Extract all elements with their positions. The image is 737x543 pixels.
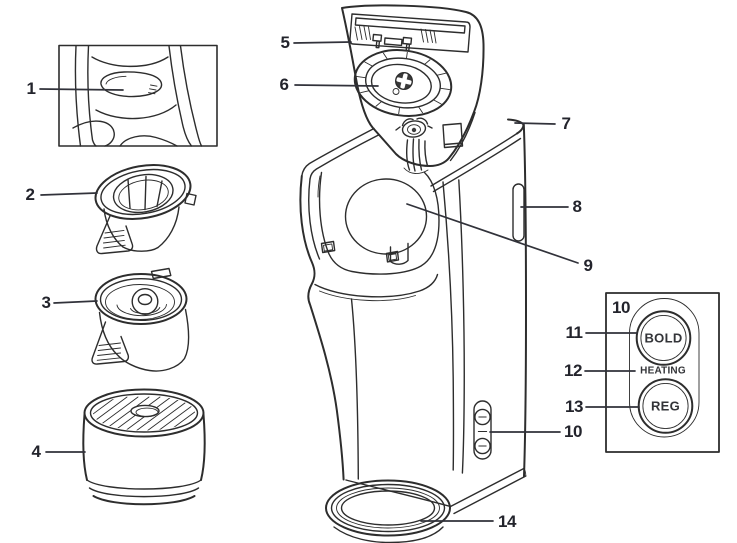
part-4-water-tank <box>82 388 206 506</box>
lid <box>341 4 485 167</box>
callout-5: 5 <box>280 33 290 52</box>
callout-6: 6 <box>279 75 289 94</box>
callout-3: 3 <box>41 293 51 312</box>
callout-1: 1 <box>26 79 36 98</box>
callout-8: 8 <box>572 197 582 216</box>
callout-2: 2 <box>25 185 35 204</box>
water-level-window <box>512 183 525 242</box>
heating-indicator-label: HEATING <box>640 365 686 377</box>
control-panel-detail <box>605 292 720 453</box>
bold-button-detail <box>635 310 692 366</box>
callout-10-box: 10 <box>612 298 630 317</box>
callout-7: 7 <box>561 114 571 133</box>
brew-chamber <box>314 171 440 302</box>
lid-hinge <box>395 117 464 174</box>
base-and-drip-tray <box>325 467 527 543</box>
callout-13: 13 <box>565 397 583 416</box>
top-deck <box>301 111 527 478</box>
callout-14: 14 <box>498 512 516 531</box>
reg-button-label: REG <box>650 398 681 414</box>
machine-body <box>299 4 527 543</box>
callout-4: 4 <box>31 442 41 461</box>
callout-11: 11 <box>565 323 583 342</box>
callout-12: 12 <box>564 361 582 380</box>
leader-lines <box>39 41 640 522</box>
side-control-buttons <box>473 400 492 460</box>
reg-button-detail <box>637 378 694 434</box>
bold-button-label: BOLD <box>644 330 683 346</box>
part-2-filter-holder <box>94 164 197 255</box>
callout-9: 9 <box>583 256 593 275</box>
front-tower <box>299 175 465 481</box>
detail-box-handle <box>58 44 218 147</box>
callout-10-side: 10 <box>564 422 582 441</box>
part-3-brew-basket <box>91 267 190 372</box>
